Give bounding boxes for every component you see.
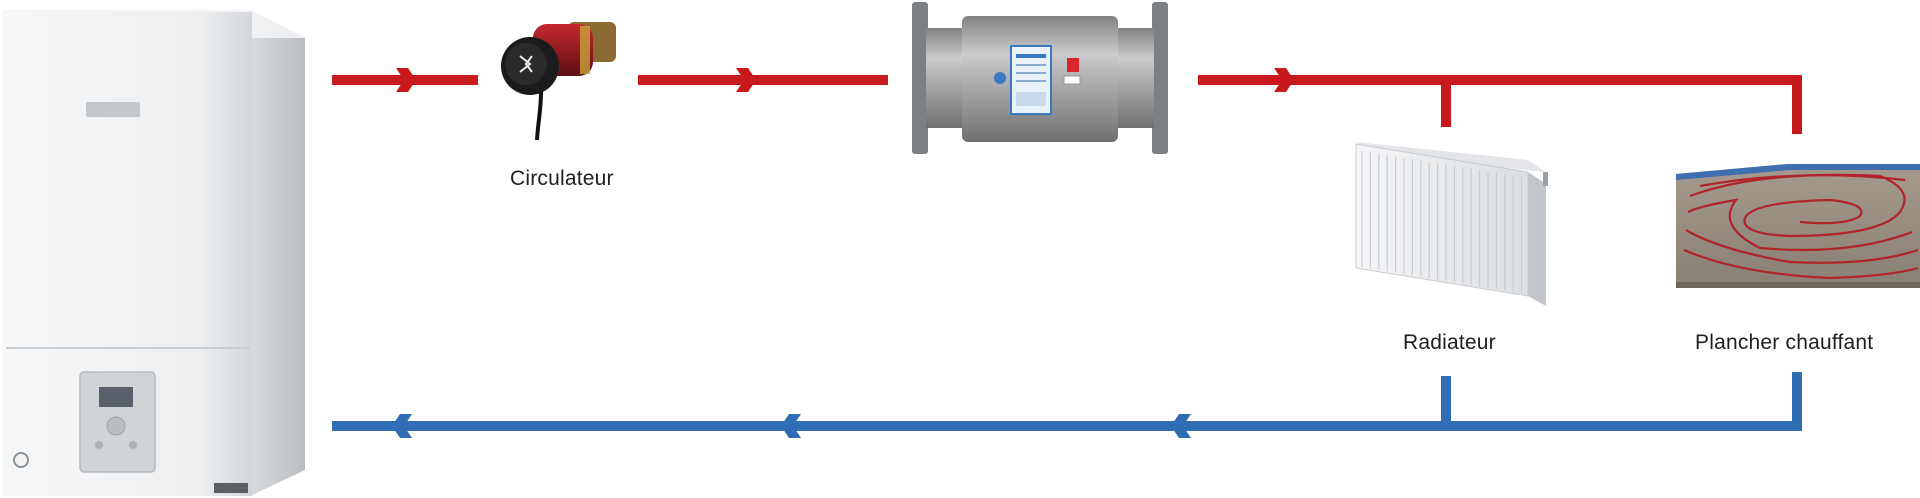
return-arrow [392, 414, 412, 438]
underfloor-heating-icon [1676, 164, 1920, 288]
radiator-side [1528, 172, 1546, 306]
filter-neck-left [926, 28, 966, 128]
return-flow-arrows [392, 414, 1191, 438]
supply-arrow [1274, 68, 1294, 92]
radiator-valve [1543, 172, 1548, 186]
return-pipe [332, 372, 1802, 431]
radiator-front [1355, 143, 1529, 297]
pump-cable [535, 91, 543, 141]
return-arrow [781, 414, 801, 438]
boiler-logo-plate [86, 102, 140, 117]
pump-logo [519, 55, 533, 73]
boiler-icon [2, 10, 305, 496]
boiler-button [95, 441, 103, 449]
boiler-rating-plate [214, 483, 248, 493]
floor-heating-pipes [1683, 173, 1919, 280]
radiator-fins [1361, 150, 1523, 293]
circulator-label: Circulateur [510, 167, 614, 190]
boiler-knob [106, 416, 126, 436]
radiator-label: Radiateur [1403, 331, 1496, 354]
return-arrow [1171, 414, 1191, 438]
boiler-display [99, 387, 133, 407]
supply-pipe [332, 75, 1802, 134]
boiler-button [129, 441, 137, 449]
filter-flange-right [1152, 2, 1168, 154]
radiator-top [1356, 142, 1546, 172]
radiator-icon [1355, 142, 1548, 306]
floor-slab-top [1676, 164, 1920, 282]
supply-flow-arrows [396, 68, 1294, 92]
filter-sticker [1067, 58, 1079, 72]
filter-neck-right [1114, 28, 1154, 128]
floor-heating-label: Plancher chauffant [1695, 331, 1874, 354]
filter-flange-left [912, 2, 928, 154]
magnetic-filter-icon [912, 2, 1168, 154]
supply-arrow [396, 68, 416, 92]
boiler-side-panel [250, 10, 305, 496]
boiler-pressure-gauge [13, 452, 29, 468]
circulator-pump-icon [501, 22, 616, 141]
floor-edge-insulation [1676, 164, 1920, 180]
floor-slab-side [1676, 282, 1920, 288]
supply-arrow [736, 68, 756, 92]
